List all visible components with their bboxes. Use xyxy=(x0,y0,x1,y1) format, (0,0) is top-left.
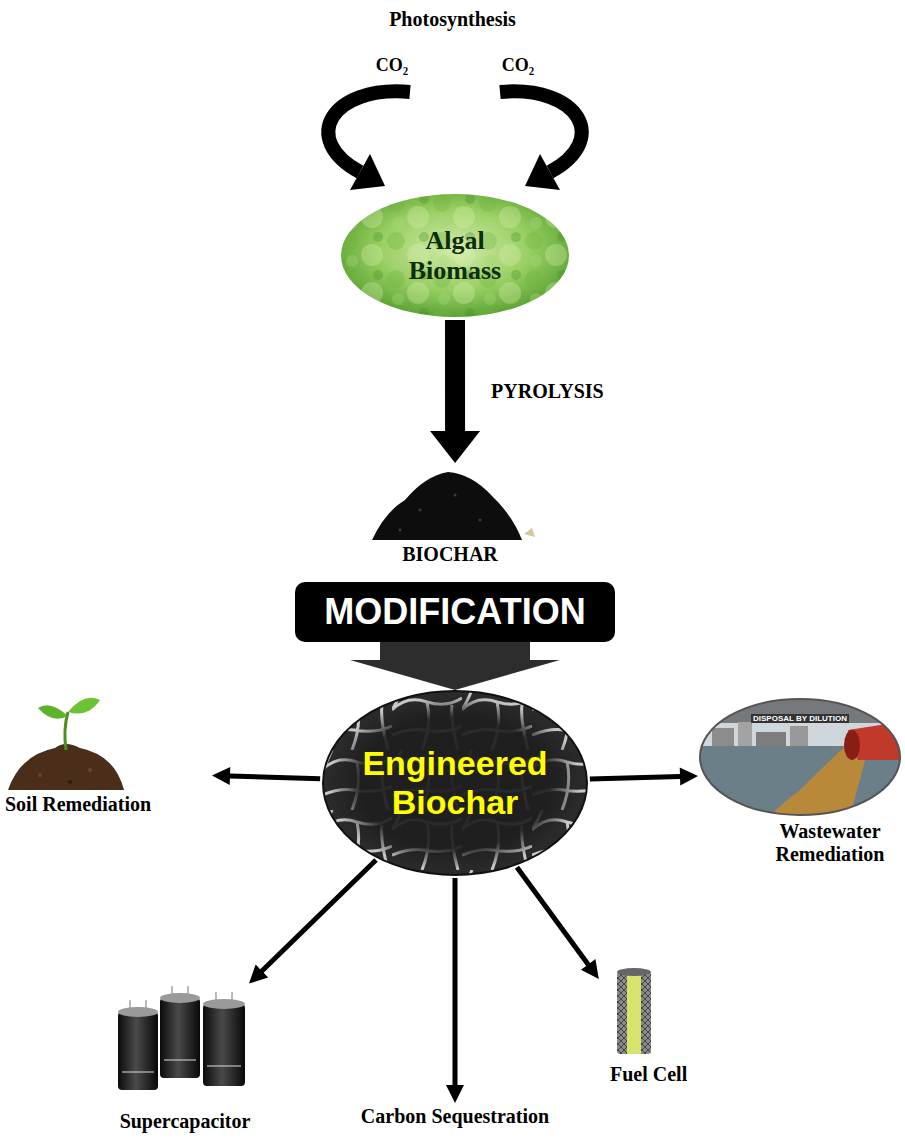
process-box: MODIFICATION xyxy=(295,582,615,642)
biochar-powder xyxy=(419,509,422,512)
node-shape-fill xyxy=(323,691,587,875)
arrow-connector xyxy=(212,767,320,785)
fuel-cell-picture xyxy=(627,972,641,1054)
picture-node: Wastewater Remediation xyxy=(700,700,900,866)
node-outline xyxy=(323,691,587,875)
arrow-connector xyxy=(249,858,378,983)
wastewater-picture xyxy=(700,699,900,816)
node-text: Fuel Cell xyxy=(610,1063,710,1086)
wastewater-picture xyxy=(712,728,734,748)
supercapacitor-picture xyxy=(118,1007,158,1017)
supercapacitor-picture xyxy=(203,999,245,1009)
biochar-powder xyxy=(524,528,535,537)
ellipse-node: Algal Biomass xyxy=(340,193,570,318)
node-shape-fill xyxy=(295,582,615,642)
arrow-connector xyxy=(515,866,599,979)
picture-node: Supercapacitor xyxy=(100,985,270,1133)
arrow-connector xyxy=(430,320,480,463)
arrow-connector xyxy=(590,768,698,786)
supercapacitor-picture xyxy=(160,998,200,1078)
biochar-powder xyxy=(479,519,482,522)
fuel-cell-picture xyxy=(617,968,651,1054)
supercapacitor-picture xyxy=(122,1072,154,1073)
annotation-label: DISPOSAL BY DILUTION xyxy=(751,714,849,723)
wastewater-picture xyxy=(756,732,786,748)
supercapacitor-picture xyxy=(164,1060,196,1061)
co2-cycle-arrows xyxy=(350,154,385,190)
picture-node: Fuel Cell xyxy=(600,965,710,1086)
picture-node: Soil Remediation xyxy=(5,675,210,816)
supercapacitor-picture xyxy=(160,993,200,1003)
text-node: Carbon Sequestration xyxy=(320,1105,590,1128)
node-text: BIOCHAR xyxy=(365,543,535,566)
fuel-cell-picture xyxy=(617,968,651,976)
picture-node: BIOCHAR xyxy=(365,465,535,566)
fuel-cell-picture xyxy=(617,972,651,1054)
diagram-title: Photosynthesis xyxy=(0,8,905,31)
soil-sprout-picture xyxy=(88,768,92,772)
biochar-powder xyxy=(372,472,522,540)
node-text: Wastewater Remediation xyxy=(760,820,900,866)
node-text: MODIFICATION xyxy=(324,591,585,632)
biochar-powder xyxy=(399,529,402,532)
node-shape-fill xyxy=(341,194,569,317)
soil-sprout-picture xyxy=(68,780,72,784)
wastewater-picture xyxy=(700,699,900,723)
biochar-powder xyxy=(454,494,457,497)
node-shape-fill xyxy=(323,691,587,875)
wastewater-picture xyxy=(790,726,808,748)
co2-cycle-arrows xyxy=(328,91,581,190)
node-text: Carbon Sequestration xyxy=(320,1105,590,1128)
node-shape-fill xyxy=(341,194,569,317)
annotation-label: CO₂ xyxy=(376,55,408,76)
soil-sprout-picture xyxy=(8,698,124,790)
ellipse-node: Engineered Biochar xyxy=(322,690,588,876)
soil-sprout-picture xyxy=(65,712,68,750)
soil-sprout-picture xyxy=(38,705,68,718)
soil-sprout-picture xyxy=(8,744,124,790)
wastewater-picture xyxy=(700,699,900,816)
arrow-connector xyxy=(446,878,464,1103)
soil-sprout-picture xyxy=(38,773,42,777)
biochar-powder xyxy=(372,472,535,540)
wastewater-picture xyxy=(700,699,900,815)
node-text: Supercapacitor xyxy=(100,1110,270,1133)
node-text: Soil Remediation xyxy=(5,793,210,816)
wastewater-picture xyxy=(844,730,860,760)
node-text: Engineered Biochar xyxy=(355,744,555,822)
node-text: Algal Biomass xyxy=(395,226,515,286)
supercapacitor-picture xyxy=(203,1004,245,1086)
soil-sprout-picture xyxy=(68,698,100,714)
node-shape-fill xyxy=(323,691,587,875)
wastewater-picture xyxy=(738,722,752,748)
annotation-label: CO₂ xyxy=(502,55,534,76)
arrow-connector xyxy=(350,642,560,690)
supercapacitor-picture xyxy=(118,1012,158,1090)
edge-label: PYROLYSIS xyxy=(491,380,604,403)
co2-cycle-arrows xyxy=(525,154,560,190)
supercapacitor-picture xyxy=(207,1066,241,1067)
supercapacitor-picture xyxy=(118,986,245,1090)
